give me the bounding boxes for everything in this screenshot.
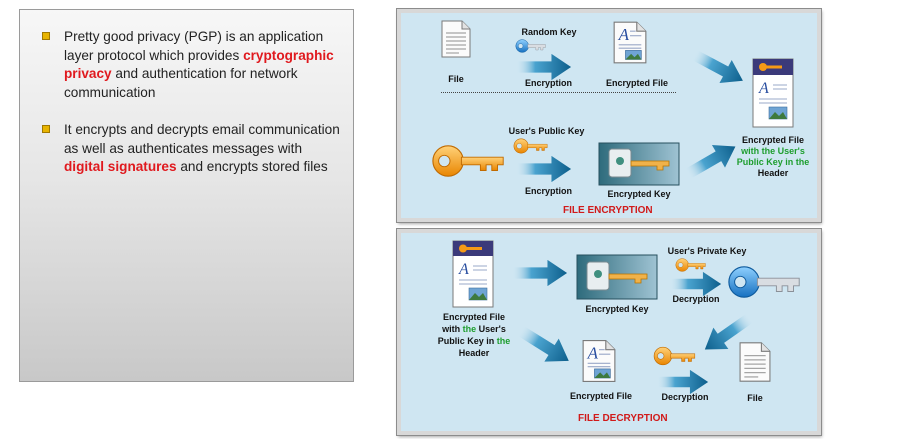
file-icon: [739, 341, 771, 383]
bullet1-text-pre: Pretty good privacy (PGP) is an applicat…: [64, 29, 324, 63]
label-encrypted-file: Encrypted File: [569, 391, 632, 401]
caption-word-the: the: [462, 324, 477, 334]
bullet2-highlight: digital signatures: [64, 159, 177, 174]
label-encryption-2: Encryption: [524, 186, 572, 196]
bullet2-text-post: and encrypts stored files: [176, 159, 328, 174]
bullet-pgp-functions: It encrypts and decrypts email communica…: [42, 121, 342, 177]
encryption-title: FILE ENCRYPTION: [563, 205, 653, 216]
bullet1-text-post: and authentication for network communica…: [64, 66, 298, 100]
bullet-marker: [42, 125, 50, 133]
file-encryption-diagram: File Random Key Encryption Encrypted Fil…: [397, 9, 821, 222]
divider-line: [441, 92, 676, 93]
bullet-text: Pretty good privacy (PGP) is an applicat…: [42, 28, 342, 102]
private-key-large-icon: [727, 263, 803, 301]
label-encrypted-key: Encrypted Key: [585, 304, 649, 314]
label-encrypted-file: Encrypted File: [605, 78, 668, 88]
private-key-icon: [653, 345, 697, 367]
bullet-marker: [42, 32, 50, 40]
svg-text:A: A: [458, 261, 469, 278]
bullet-pgp-definition: Pretty good privacy (PGP) is an applicat…: [42, 28, 342, 102]
random-key-icon: [511, 38, 551, 54]
caption-word-the: the: [496, 336, 511, 346]
encrypted-file-icon: [582, 339, 616, 383]
caption-word-with: with: [442, 324, 461, 334]
bullet2-text-pre: It encrypts and decrypts email communica…: [64, 122, 340, 156]
encrypted-file-with-header-icon: A: [452, 240, 494, 308]
arrow-right-icon: [513, 53, 575, 81]
caption-word-users: User's: [478, 324, 506, 334]
label-random-key: Random Key: [521, 27, 577, 37]
label-file: File: [448, 74, 464, 84]
pgp-description-panel: Pretty good privacy (PGP) is an applicat…: [19, 9, 354, 382]
caption-word-public-key: Public Key in: [437, 336, 495, 346]
bullet1-highlight: cryptographic privacy: [64, 47, 334, 82]
encrypted-file-with-header-icon: A: [752, 58, 794, 128]
arrow-right-icon: [509, 259, 571, 287]
decryption-title: FILE DECRYPTION: [578, 413, 668, 424]
file-decryption-diagram: A Encrypted File with the User's Public …: [397, 229, 821, 435]
caption-line-1: Encrypted File: [442, 312, 505, 322]
svg-text:A: A: [758, 80, 769, 97]
encrypted-file-header-caption: Encrypted File with the User's Public Ke…: [731, 135, 815, 179]
label-users-private-key: User's Private Key: [667, 246, 747, 256]
label-users-public-key: User's Public Key: [508, 126, 585, 136]
encrypted-file-header-caption: Encrypted File with the User's Public Ke…: [431, 311, 517, 359]
file-icon: [441, 19, 471, 59]
encrypted-key-lockbox-icon: [576, 254, 658, 300]
label-decryption-1: Decryption: [672, 294, 720, 304]
caption-line-1: Encrypted File: [741, 135, 804, 145]
encrypted-key-lockbox-icon: [598, 142, 680, 186]
label-encrypted-key: Encrypted Key: [607, 189, 671, 199]
encrypted-file-icon: [613, 21, 647, 64]
label-file: File: [747, 393, 763, 403]
arrow-down-right-icon: [687, 42, 751, 95]
bullet-text: It encrypts and decrypts email communica…: [42, 121, 342, 177]
caption-line-2: with the User's: [741, 146, 805, 156]
public-key-small-icon: [509, 137, 553, 155]
arrow-down-right-icon: [512, 318, 577, 374]
caption-line-4: Header: [458, 348, 490, 358]
label-decryption-2: Decryption: [661, 392, 709, 402]
public-key-large-icon: [431, 141, 507, 181]
caption-line-3: Public Key in the: [736, 157, 810, 167]
arrow-right-icon: [513, 155, 575, 183]
caption-line-4: Header: [757, 168, 789, 178]
label-encryption-1: Encryption: [524, 78, 572, 88]
